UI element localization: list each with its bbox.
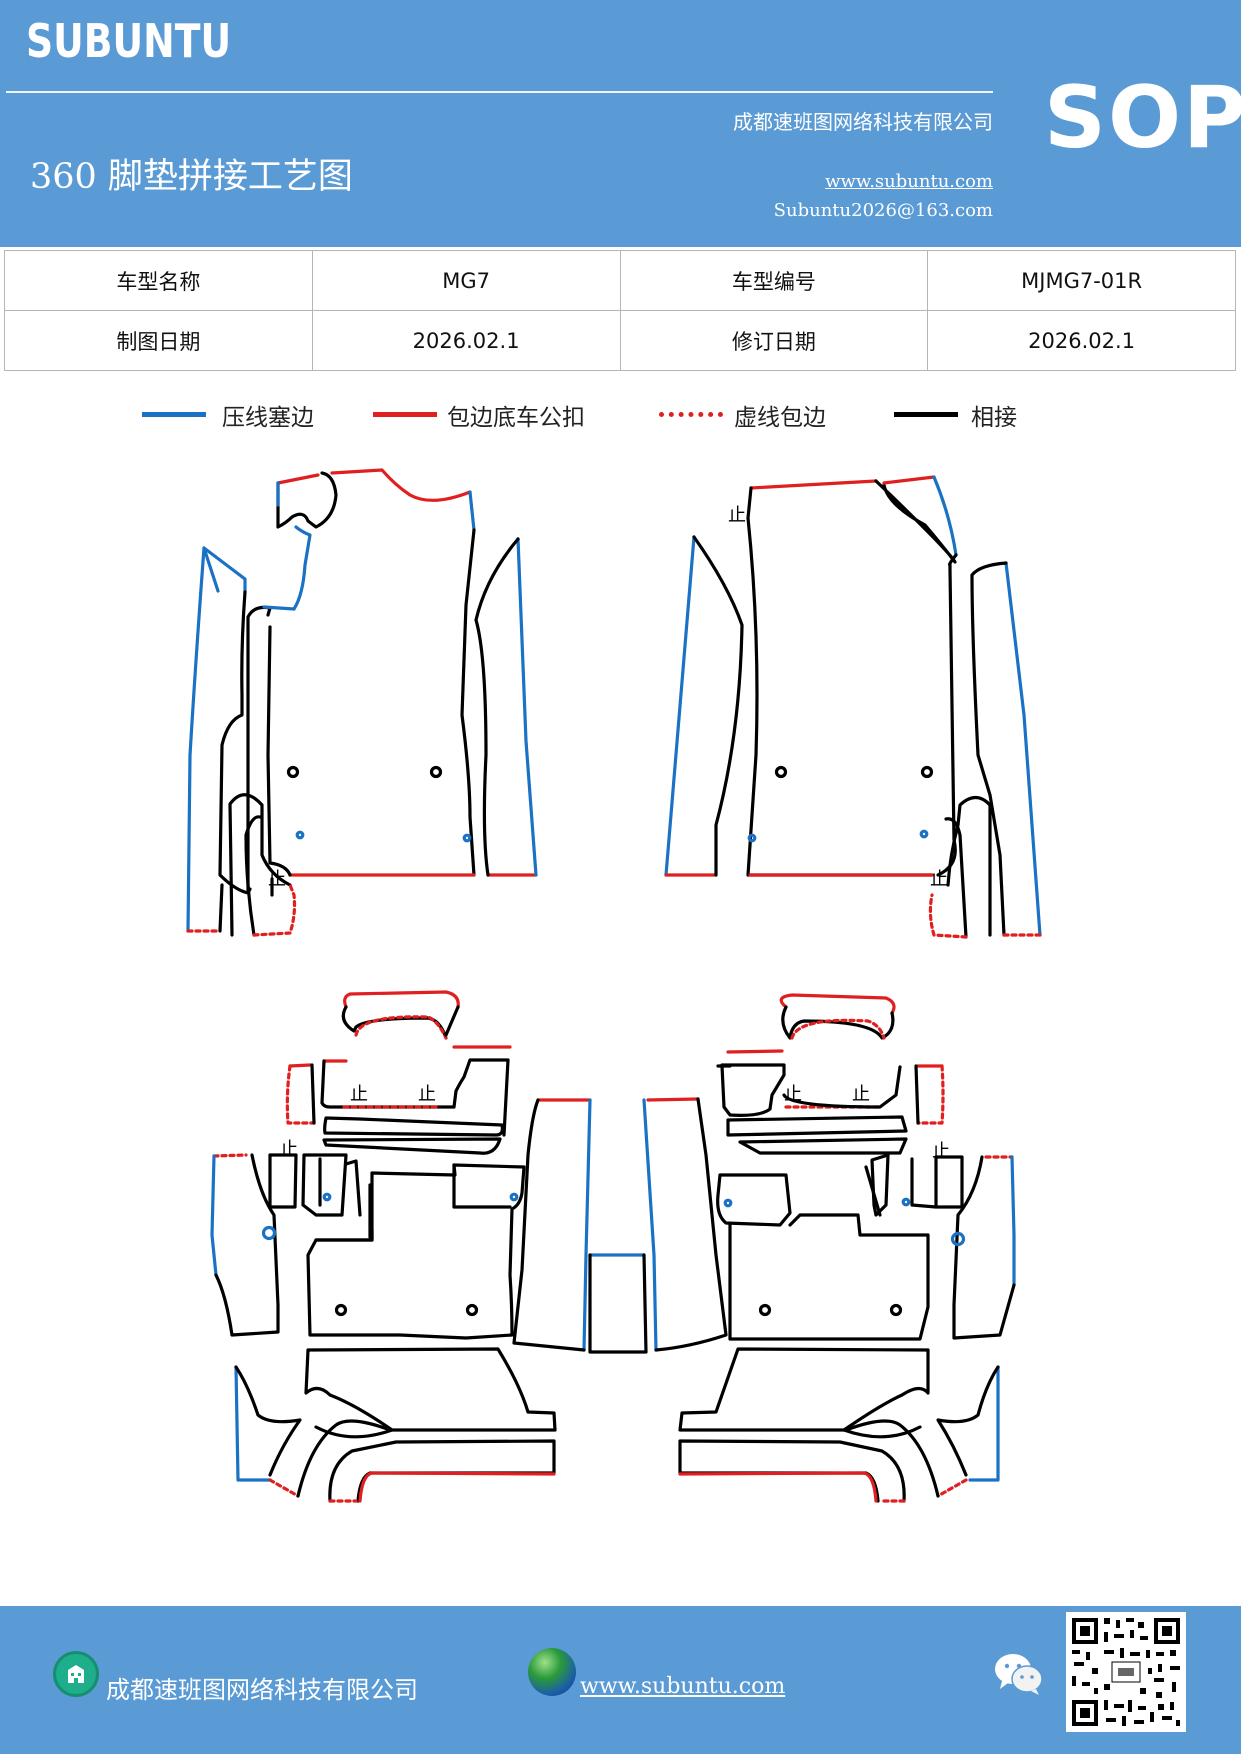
model-name-value: MG7 [311,250,621,311]
model-name-label: 车型名称 [4,250,313,311]
website-link[interactable]: www.subuntu.com [825,171,993,192]
header-banner: SUBUNTU 成都速班图网络科技有限公司 360 脚垫拼接工艺图 www.su… [0,0,1241,247]
front-left-mat-group: 止 [186,468,538,937]
stop-marker: 止 [280,1139,298,1160]
company-name: 成都速班图网络科技有限公司 [733,110,993,134]
footer-company-name: 成都速班图网络科技有限公司 [106,1676,418,1704]
revision-date-value: 2026.02.1 [927,310,1236,371]
mat-splicing-diagram: 止 止 [186,468,1042,1503]
sop-badge: SOP [1044,68,1241,168]
stop-marker: 止 [784,1084,802,1105]
revision-date-label: 修订日期 [619,310,929,371]
header-divider [6,91,993,93]
table-row: 制图日期 2026.02.1 修订日期 2026.02.1 [4,310,1236,371]
draw-date-value: 2026.02.1 [311,310,621,371]
legend-label: 压线塞边 [222,405,314,431]
email-address[interactable]: Subuntu2026@163.com [773,200,993,221]
table-row: 车型名称 MG7 车型编号 MJMG7-01R [4,250,1236,311]
document-title: 360 脚垫拼接工艺图 [30,157,353,197]
stop-marker: 止 [268,869,286,890]
rear-left-mat-group: 止 止 止 [210,990,648,1503]
model-code-label: 车型编号 [619,250,929,311]
qr-code[interactable] [1066,1612,1186,1732]
footer-website-link[interactable]: www.subuntu.com [580,1674,786,1699]
footer-banner: 成都速班图网络科技有限公司 www.subuntu.com [0,1606,1241,1754]
brand-logo: SUBUNTU [26,14,232,68]
legend-swatch [894,412,958,417]
front-right-mat-group: 止 止 [664,475,1042,939]
draw-date-label: 制图日期 [4,310,313,371]
info-table: 车型名称 MG7 车型编号 MJMG7-01R 制图日期 2026.02.1 修… [4,250,1236,371]
stop-marker: 止 [728,505,746,526]
wechat-icon[interactable] [994,1652,1044,1696]
legend-label: 相接 [971,405,1017,431]
stop-marker: 止 [932,1141,950,1162]
stop-marker: 止 [930,869,948,890]
legend-label: 虚线包边 [734,405,826,431]
stop-marker: 止 [418,1084,436,1105]
legend-swatch [659,412,723,417]
rear-right-mat-group: 止 止 止 [642,993,1016,1503]
stop-marker: 止 [350,1084,368,1105]
legend-label: 包边底车公扣 [447,405,585,431]
legend-swatch [373,412,437,417]
building-icon [53,1651,99,1697]
stop-marker: 止 [852,1084,870,1105]
legend-swatch [142,412,206,417]
model-code-value: MJMG7-01R [927,250,1236,311]
globe-icon [528,1648,576,1696]
